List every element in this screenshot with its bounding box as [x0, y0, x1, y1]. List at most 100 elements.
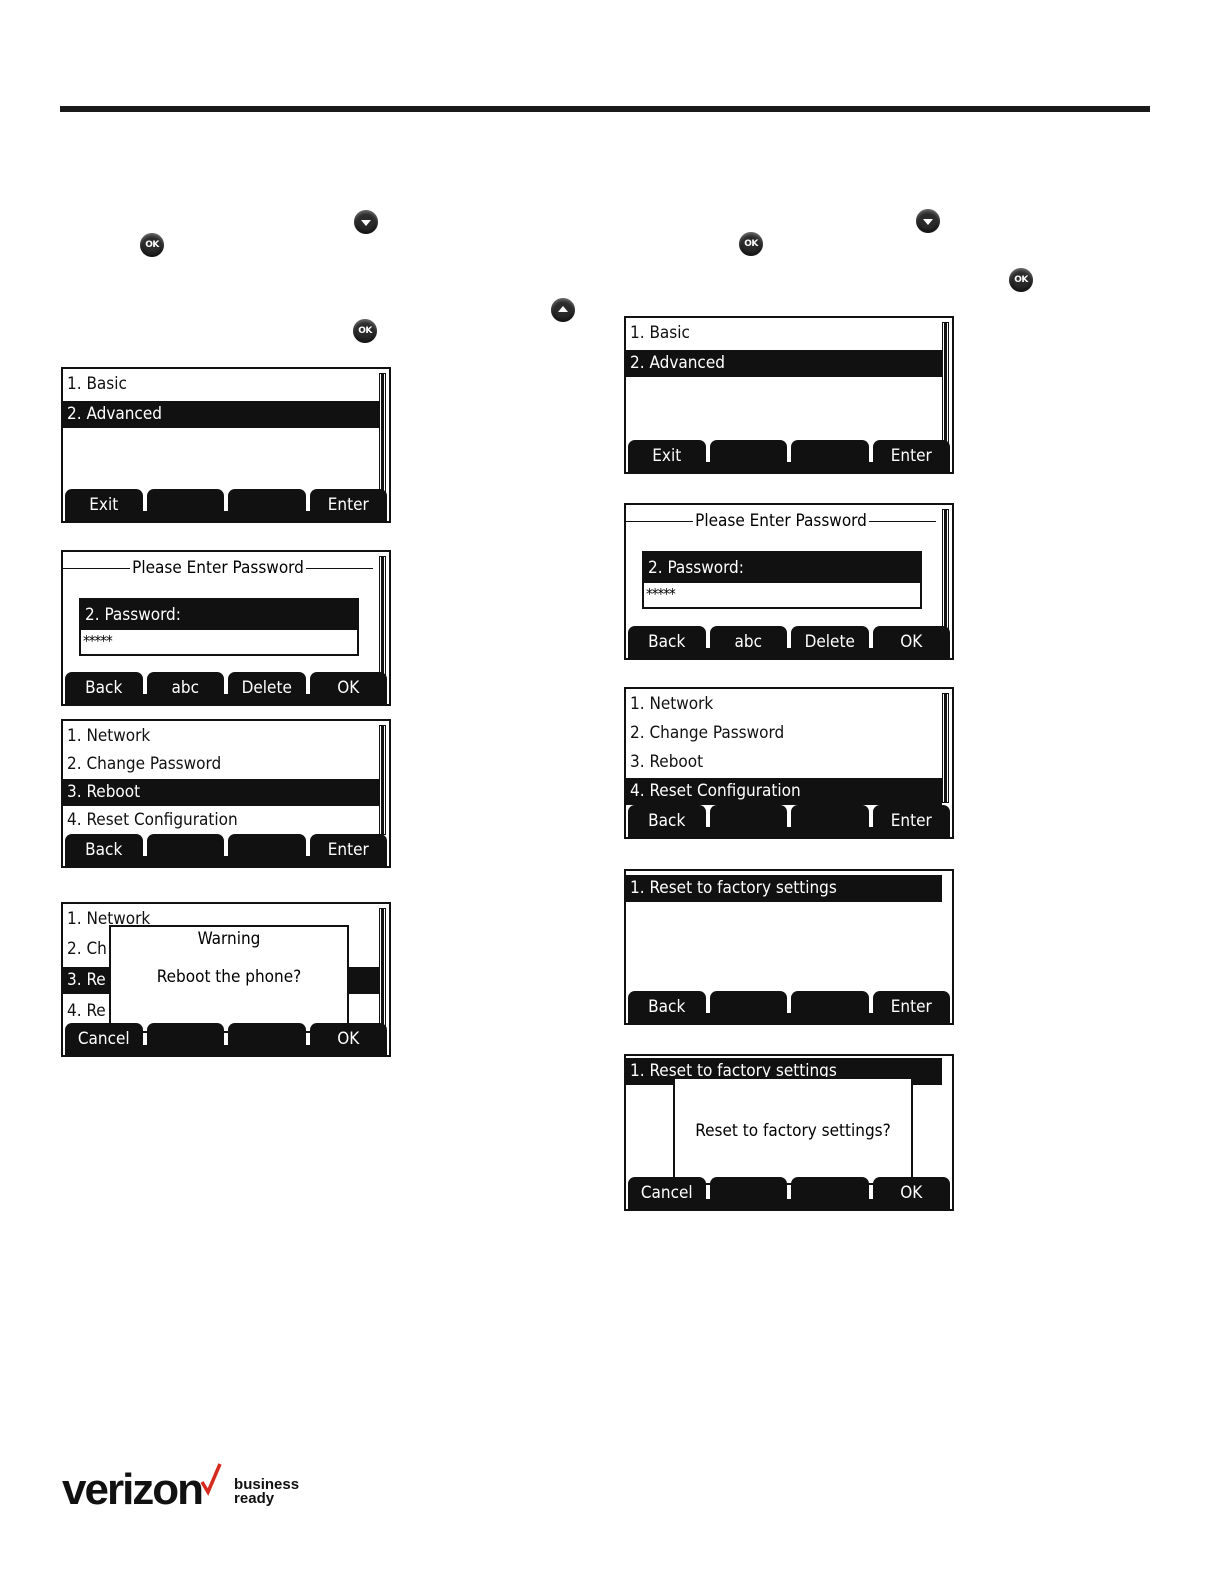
softkey-enter[interactable]: Enter [309, 489, 387, 521]
phone-screen-reset-confirm: 1. Reset to factory settings Reset to fa… [624, 1054, 954, 1211]
softkey-back[interactable]: Back [65, 672, 147, 704]
confirm-dialog: Reset to factory settings? [673, 1077, 913, 1185]
softkey-bar: Back abc Delete OK [626, 626, 952, 658]
softkey-bar: Back Enter [63, 834, 389, 866]
logo-tagline: business ready [234, 1476, 300, 1507]
softkey-exit[interactable]: Exit [628, 440, 710, 472]
menu-item-reboot[interactable]: 3. Reboot [63, 779, 379, 806]
softkey-enter[interactable]: Enter [872, 991, 950, 1023]
menu-item-reset-configuration[interactable]: 4. Reset Configuration [626, 778, 942, 805]
ok-key-icon: OK [140, 233, 164, 257]
phone-screen-settings-menu: 1. Basic 2. Advanced Exit Enter [61, 367, 391, 523]
softkey-delete[interactable]: Delete [228, 672, 310, 704]
menu-item-reset-configuration: 4. Re [67, 1001, 106, 1021]
tagline-line2: ready [234, 1490, 275, 1507]
phone-screen-reset-configuration: 1. Reset to factory settings Back Enter [624, 869, 954, 1025]
menu-item-basic[interactable]: 1. Basic [67, 374, 127, 394]
menu-item-network[interactable]: 1. Network [630, 694, 714, 714]
menu-item-change-password[interactable]: 2. Change Password [630, 723, 785, 743]
check-mark [200, 1463, 222, 1496]
password-label: 2. Password: [81, 600, 357, 630]
softkey-enter[interactable]: Enter [872, 440, 950, 472]
scrollbar [379, 556, 386, 678]
scrollbar [942, 322, 949, 444]
menu-item-network: 1. Network [67, 909, 151, 929]
softkey-3[interactable] [791, 991, 873, 1023]
softkey-delete[interactable]: Delete [791, 626, 873, 658]
phone-screen-advanced-menu: 1. Network 2. Change Password 3. Reboot … [624, 687, 954, 839]
softkey-3[interactable] [791, 440, 873, 472]
softkey-bar: Back Enter [626, 991, 952, 1023]
softkey-back[interactable]: Back [628, 991, 710, 1023]
softkey-ok[interactable]: OK [872, 626, 950, 658]
softkey-2[interactable] [146, 489, 229, 521]
menu-item-reboot[interactable]: 3. Reboot [630, 752, 704, 772]
phone-screen-advanced-menu: 1. Network 2. Change Password 3. Reboot … [61, 719, 391, 868]
menu-item-reset-to-factory-settings[interactable]: 1. Reset to factory settings [626, 875, 942, 902]
softkey-abc[interactable]: abc [146, 672, 229, 704]
softkey-3[interactable] [228, 489, 310, 521]
softkey-ok[interactable]: OK [872, 1177, 950, 1209]
navigation-up-icon [551, 298, 575, 322]
softkey-2[interactable] [709, 440, 792, 472]
softkey-2[interactable] [709, 805, 792, 837]
softkey-ok[interactable]: OK [309, 1023, 387, 1055]
softkey-3[interactable] [228, 834, 310, 866]
softkey-cancel[interactable]: Cancel [628, 1177, 710, 1209]
password-value[interactable]: ***** [83, 632, 113, 650]
password-title: Please Enter Password [626, 509, 937, 533]
navigation-down-icon [354, 210, 378, 234]
verizon-check-icon [200, 1463, 222, 1496]
softkey-bar: Exit Enter [63, 489, 389, 521]
warning-dialog: Warning Reboot the phone? [109, 925, 349, 1033]
softkey-bar: Back abc Delete OK [63, 672, 389, 704]
softkey-back[interactable]: Back [628, 626, 710, 658]
softkey-2[interactable] [709, 1177, 792, 1209]
password-label: 2. Password: [644, 553, 920, 583]
softkey-bar: Cancel OK [626, 1177, 952, 1209]
softkey-back[interactable]: Back [65, 834, 147, 866]
softkey-2[interactable] [146, 1023, 229, 1055]
softkey-exit[interactable]: Exit [65, 489, 147, 521]
password-value[interactable]: ***** [646, 585, 676, 603]
scrollbar [379, 373, 386, 495]
softkey-enter[interactable]: Enter [309, 834, 387, 866]
password-field[interactable]: 2. Password: ***** [642, 551, 922, 609]
scrollbar [379, 725, 386, 835]
menu-item-basic[interactable]: 1. Basic [630, 323, 690, 343]
password-title-text: Please Enter Password [695, 511, 867, 531]
scrollbar [379, 908, 386, 1030]
ok-key-icon: OK [353, 319, 377, 343]
menu-item-advanced[interactable]: 2. Advanced [63, 401, 379, 428]
dialog-title: Warning [197, 929, 261, 949]
password-title: Please Enter Password [63, 556, 374, 580]
scrollbar [942, 693, 949, 803]
softkey-ok[interactable]: OK [309, 672, 387, 704]
header-rule [60, 106, 1150, 112]
softkey-2[interactable] [709, 991, 792, 1023]
softkey-cancel[interactable]: Cancel [65, 1023, 147, 1055]
dialog-message: Reboot the phone? [156, 967, 302, 987]
softkey-2[interactable] [146, 834, 229, 866]
ok-key-icon: OK [1009, 268, 1033, 292]
softkey-back[interactable]: Back [628, 805, 710, 837]
softkey-bar: Cancel OK [63, 1023, 389, 1055]
softkey-bar: Exit Enter [626, 440, 952, 472]
navigation-down-icon [916, 209, 940, 233]
menu-item-advanced[interactable]: 2. Advanced [626, 350, 942, 377]
menu-item-reset-configuration[interactable]: 4. Reset Configuration [67, 810, 238, 830]
password-field[interactable]: 2. Password: ***** [79, 598, 359, 656]
softkey-3[interactable] [791, 805, 873, 837]
softkey-3[interactable] [228, 1023, 310, 1055]
softkey-3[interactable] [791, 1177, 873, 1209]
softkey-abc[interactable]: abc [709, 626, 792, 658]
menu-item-change-password[interactable]: 2. Change Password [67, 754, 222, 774]
dialog-message: Reset to factory settings? [695, 1121, 891, 1141]
tagline-line1: business [234, 1476, 300, 1493]
password-title-text: Please Enter Password [132, 558, 304, 578]
softkey-enter[interactable]: Enter [872, 805, 950, 837]
softkey-bar: Back Enter [626, 805, 952, 837]
menu-item-network[interactable]: 1. Network [67, 726, 151, 746]
phone-screen-password: Please Enter Password 2. Password: *****… [61, 550, 391, 706]
phone-screen-reboot-warning: 1. Network 2. Ch 3. Re 4. Re Warning Reb… [61, 902, 391, 1057]
